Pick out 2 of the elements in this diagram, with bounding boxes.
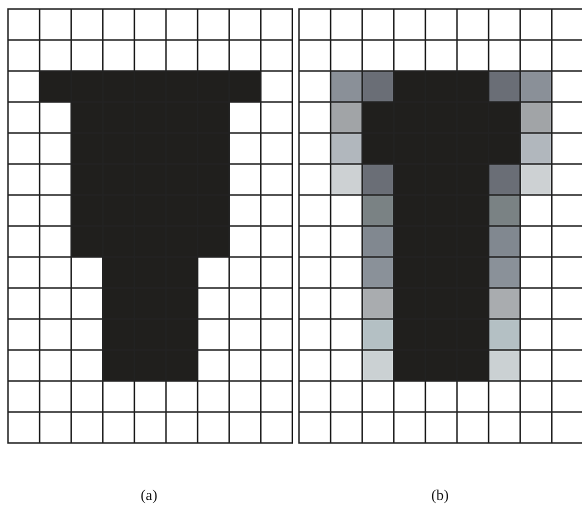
panel-label: (b) xyxy=(430,488,450,505)
panel-label: (a) xyxy=(140,488,158,505)
